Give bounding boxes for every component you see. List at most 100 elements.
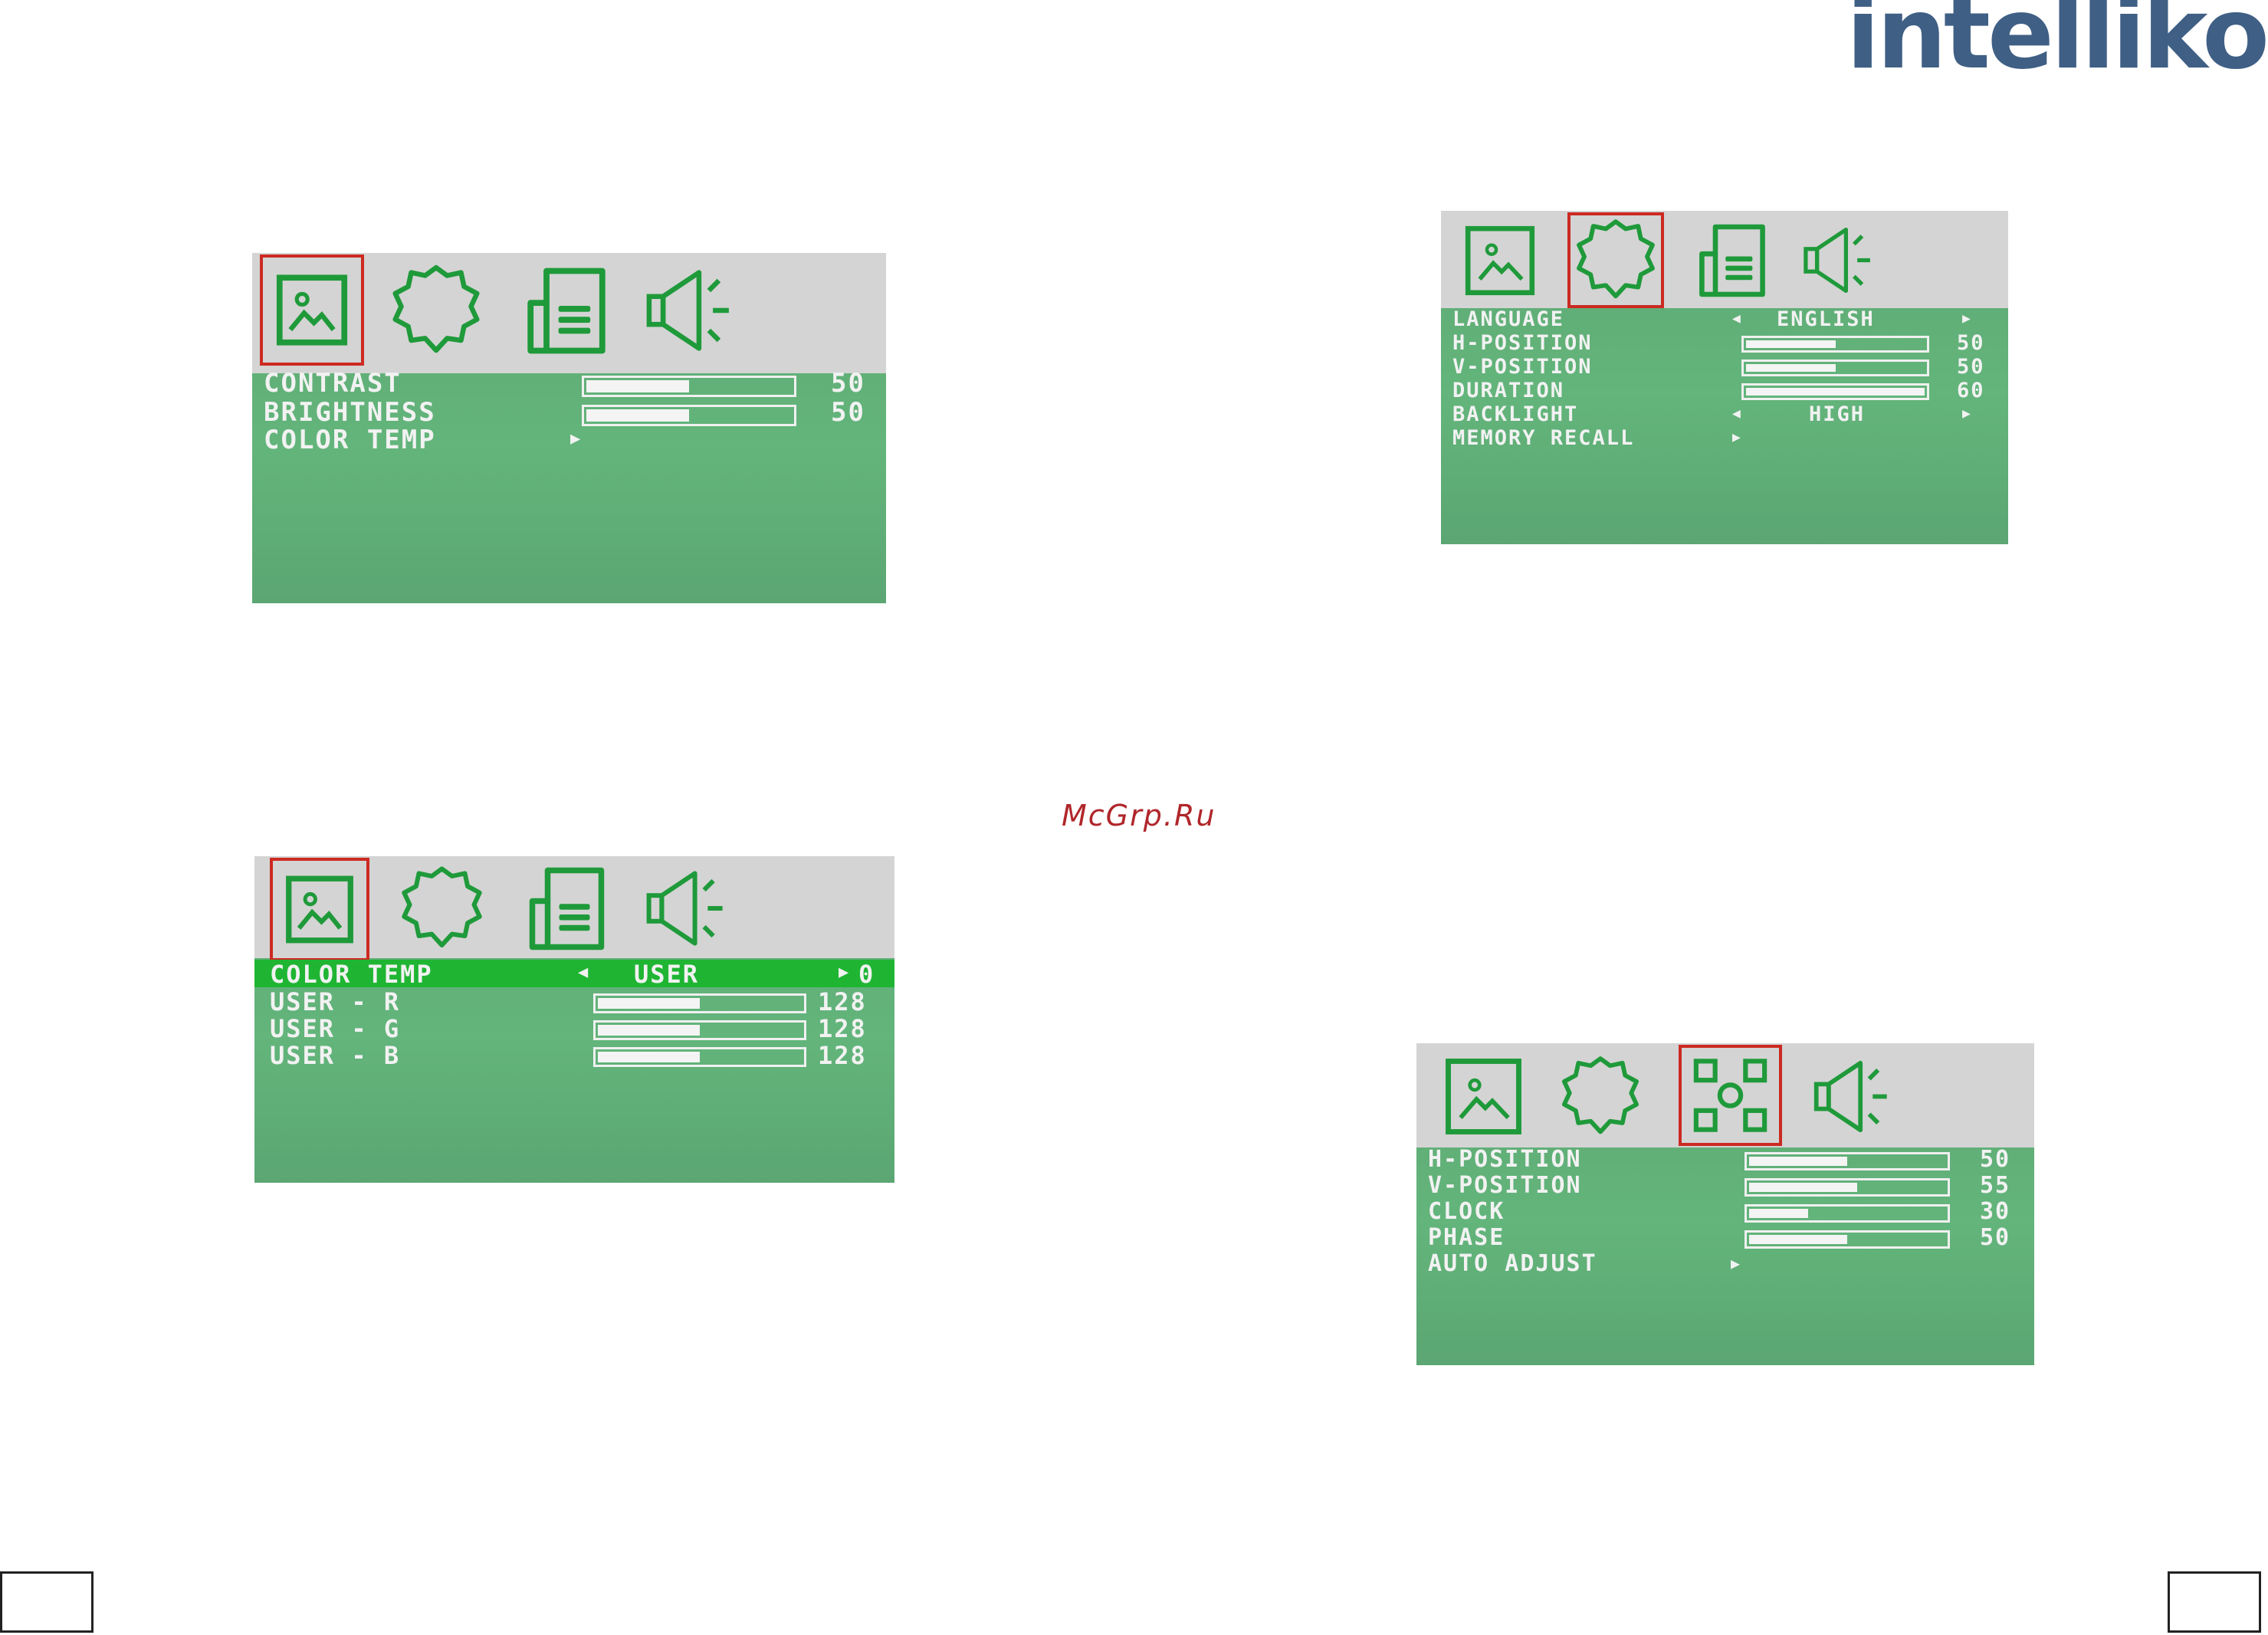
- osd-geometry-menu: H-POSITION 50 V-POSITION 55 CLOCK 30 PHA…: [1416, 1043, 2034, 1365]
- osd-row-v-position[interactable]: V-POSITION 50: [1441, 355, 2008, 379]
- level-bar[interactable]: [1744, 1152, 1950, 1170]
- osd-row-phase[interactable]: PHASE 50: [1416, 1224, 2034, 1250]
- row-label: COLOR TEMP: [264, 425, 436, 455]
- osd-color-temp-menu: COLOR TEMP ◀ USER ▶ 0 USER - R 128 USER …: [254, 856, 894, 1183]
- intelliko-logo: intelliko: [1846, 0, 2266, 91]
- level-fill: [1749, 1209, 1808, 1218]
- level-bar[interactable]: [1744, 1204, 1950, 1223]
- row-label: PHASE: [1428, 1224, 1505, 1251]
- level-fill: [1749, 1157, 1847, 1166]
- gear-icon: [394, 862, 490, 954]
- tab-setup[interactable]: [386, 261, 486, 360]
- osd-picture-menu: CONTRAST 50 BRIGHTNESS 50 COLOR TEMP ▶: [252, 253, 886, 603]
- tab-geometry[interactable]: [1679, 1045, 1782, 1146]
- level-bar[interactable]: [1741, 383, 1929, 400]
- picture-icon: [1439, 1052, 1528, 1141]
- level-bar[interactable]: [582, 405, 796, 426]
- picture-icon: [263, 258, 361, 363]
- row-label: BACKLIGHT: [1452, 402, 1578, 426]
- osd-row-backlight[interactable]: BACKLIGHT ◀ HIGH ▶: [1441, 402, 2008, 426]
- level-bar[interactable]: [582, 376, 796, 397]
- page-number-box-right: [2168, 1571, 2261, 1633]
- row-value: 50: [831, 368, 865, 399]
- row-label: H-POSITION: [1452, 331, 1593, 355]
- tab-setup[interactable]: [1554, 1052, 1646, 1141]
- level-bar[interactable]: [1744, 1178, 1950, 1197]
- row-value: 128: [818, 1014, 867, 1043]
- level-fill: [1746, 364, 1836, 372]
- picture-icon: [1458, 218, 1542, 303]
- osd-row-clock[interactable]: CLOCK 30: [1416, 1198, 2034, 1224]
- row-label: V-POSITION: [1452, 355, 1593, 379]
- osd-row-color-temp[interactable]: COLOR TEMP ▶: [252, 425, 886, 454]
- level-bar[interactable]: [1741, 336, 1929, 353]
- gear-icon: [1571, 215, 1661, 305]
- tab-setup[interactable]: [394, 862, 490, 954]
- tab-audio[interactable]: [639, 261, 743, 360]
- row-value: 55: [1980, 1172, 2010, 1199]
- picture-icon: [273, 861, 366, 958]
- tab-picture[interactable]: [1458, 218, 1542, 303]
- left-arrow[interactable]: ◀: [1732, 405, 1742, 422]
- left-arrow[interactable]: ◀: [578, 963, 589, 982]
- tab-audio[interactable]: [1794, 220, 1886, 300]
- osd-row-language[interactable]: LANGUAGE ◀ ENGLISH ▶: [1441, 307, 2008, 331]
- speaker-icon: [1794, 220, 1886, 300]
- osd-row-h-position[interactable]: H-POSITION 50: [1416, 1146, 2034, 1172]
- osd-tab-bar: [1416, 1043, 2034, 1147]
- row-value: 128: [818, 987, 867, 1016]
- row-label: BRIGHTNESS: [264, 397, 436, 428]
- level-bar[interactable]: [1741, 360, 1929, 376]
- level-fill: [598, 1025, 700, 1036]
- row-label: AUTO ADJUST: [1428, 1250, 1597, 1277]
- osd-row-brightness[interactable]: BRIGHTNESS 50: [252, 397, 886, 426]
- level-bar[interactable]: [593, 993, 806, 1013]
- tab-setup[interactable]: [1567, 212, 1664, 308]
- osd-row-v-position[interactable]: V-POSITION 55: [1416, 1172, 2034, 1198]
- right-arrow[interactable]: ▶: [1962, 310, 1972, 327]
- right-arrow[interactable]: ▶: [1962, 405, 1972, 422]
- row-option: USER: [634, 960, 699, 989]
- level-bar[interactable]: [593, 1020, 806, 1040]
- level-fill: [1746, 388, 1925, 396]
- submenu-arrow: ▶: [1732, 429, 1742, 445]
- left-arrow[interactable]: ◀: [1732, 310, 1742, 327]
- osd-tab-bar: [252, 253, 886, 373]
- osd-row-h-position[interactable]: H-POSITION 50: [1441, 331, 2008, 355]
- speaker-icon: [639, 261, 743, 360]
- row-value: 50: [1980, 1224, 2010, 1251]
- submenu-arrow: ▶: [1731, 1254, 1741, 1272]
- osd-row-duration[interactable]: DURATION 60: [1441, 379, 2008, 402]
- osd-row-user-r[interactable]: USER - R 128: [254, 987, 894, 1015]
- level-fill: [586, 380, 689, 392]
- row-value: 0: [858, 960, 875, 989]
- tab-audio[interactable]: [1804, 1052, 1903, 1141]
- row-label: USER - B: [270, 1041, 400, 1070]
- osd-row-auto-adjust[interactable]: AUTO ADJUST ▶: [1416, 1250, 2034, 1276]
- tab-menu[interactable]: [517, 259, 616, 363]
- row-label: V-POSITION: [1428, 1172, 1582, 1199]
- level-bar[interactable]: [1744, 1230, 1950, 1249]
- osd-row-color-temp[interactable]: COLOR TEMP ◀ USER ▶ 0: [254, 960, 894, 987]
- tab-menu[interactable]: [519, 861, 615, 957]
- document-icon: [1690, 218, 1774, 303]
- tab-picture[interactable]: [270, 858, 369, 961]
- tab-picture[interactable]: [260, 254, 364, 366]
- right-arrow[interactable]: ▶: [839, 963, 850, 982]
- osd-row-user-g[interactable]: USER - G 128: [254, 1014, 894, 1042]
- tab-audio[interactable]: [638, 862, 737, 954]
- row-label: USER - R: [270, 987, 400, 1016]
- document-icon: [519, 861, 615, 957]
- osd-row-user-b[interactable]: USER - B 128: [254, 1041, 894, 1069]
- tab-picture[interactable]: [1439, 1052, 1528, 1141]
- osd-row-contrast[interactable]: CONTRAST 50: [252, 368, 886, 397]
- osd-row-memory-recall[interactable]: MEMORY RECALL ▶: [1441, 426, 2008, 450]
- level-fill: [598, 998, 700, 1009]
- tab-menu[interactable]: [1690, 218, 1774, 303]
- level-bar[interactable]: [593, 1047, 806, 1067]
- page-number-box-left: [0, 1571, 94, 1633]
- level-fill: [1749, 1183, 1857, 1192]
- row-value: 50: [1957, 355, 1985, 379]
- row-option: ENGLISH: [1777, 307, 1875, 331]
- row-value: 50: [831, 397, 865, 428]
